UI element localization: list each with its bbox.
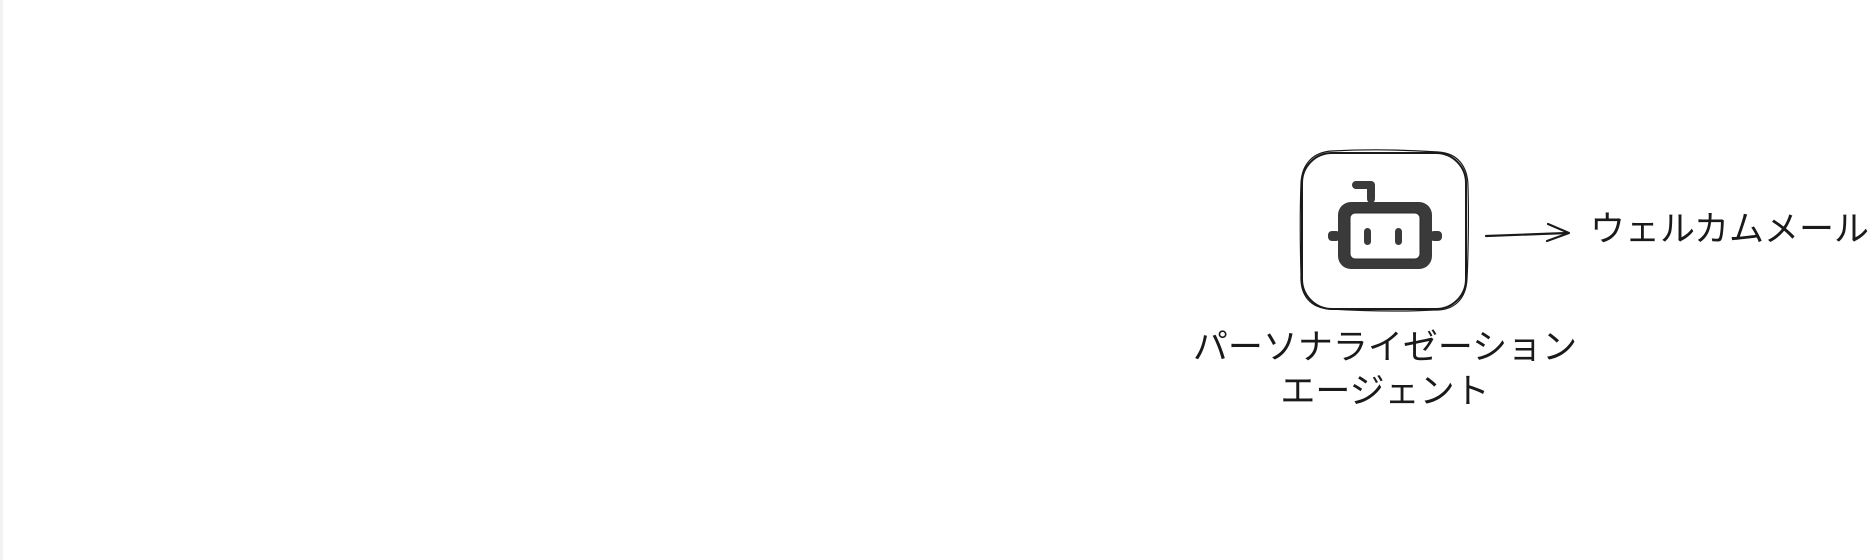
agent-label-line2: エージェント [1280,372,1490,412]
robot-icon [1328,181,1442,269]
output-label: ウェルカムメール [1590,210,1869,250]
flow-arrow [1484,222,1571,243]
agent-node [1298,149,1470,313]
agent-box [1299,149,1470,312]
canvas-edge [0,0,3,560]
agent-label-line1: パーソナライゼーション [1192,328,1578,368]
agent-label: パーソナライゼーション エージェント [1170,326,1600,414]
